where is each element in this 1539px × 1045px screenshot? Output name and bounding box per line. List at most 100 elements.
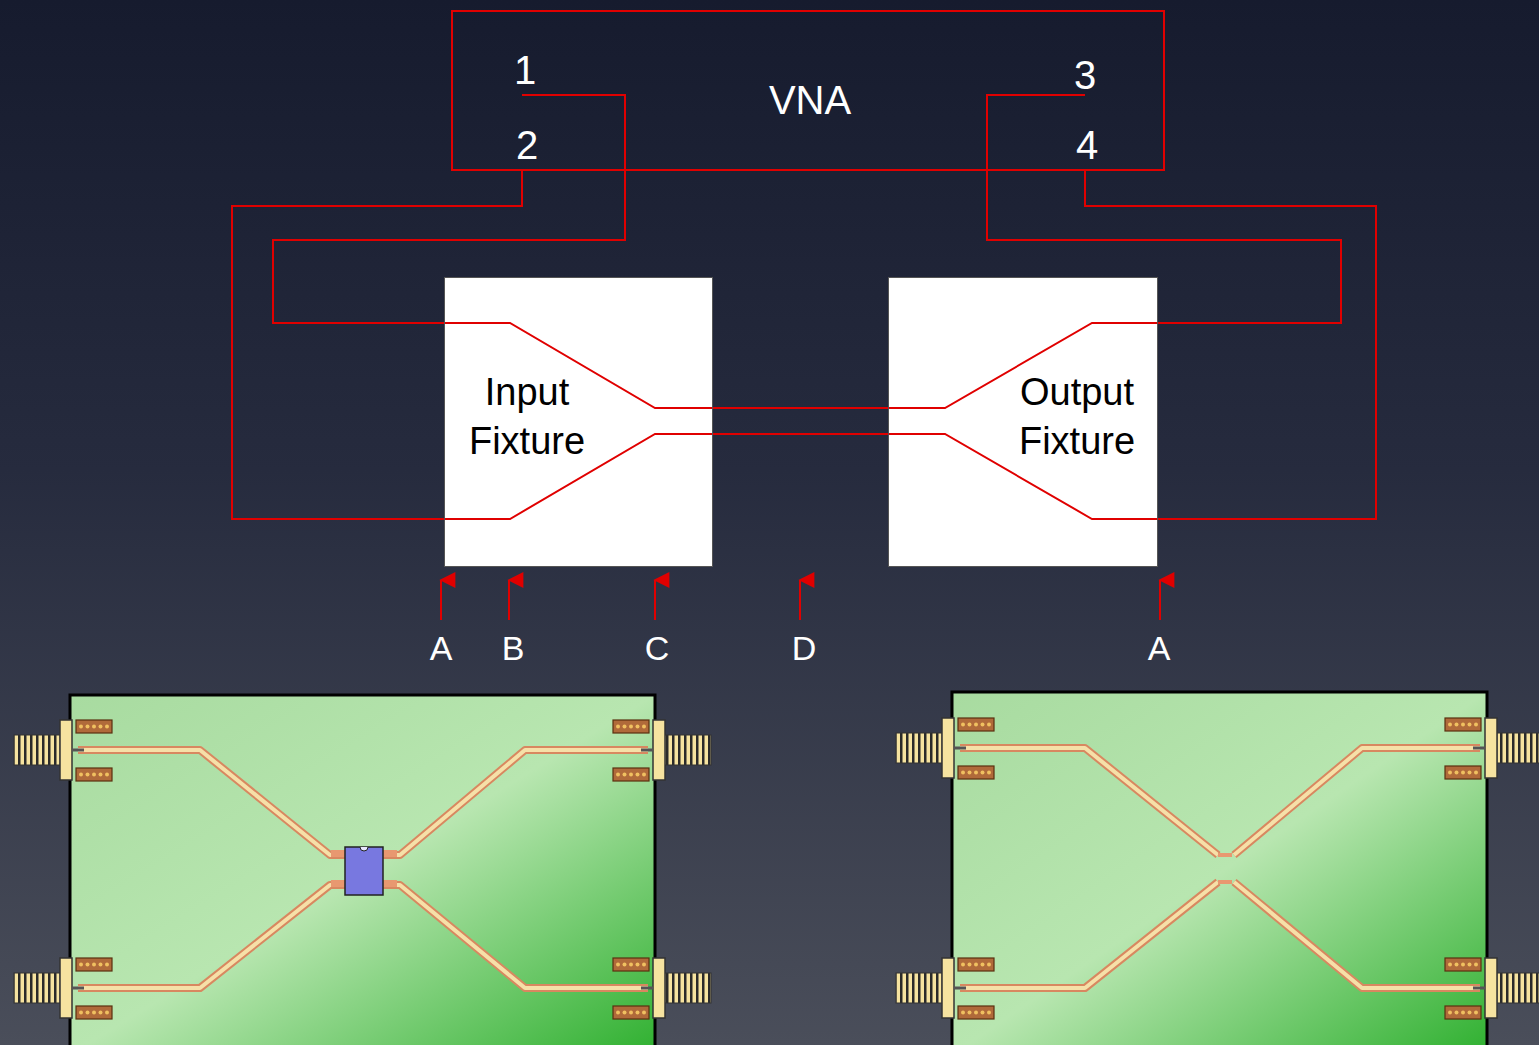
port-number: 1 — [514, 50, 536, 90]
via — [987, 771, 991, 775]
via — [79, 773, 83, 777]
reference-arrow — [799, 580, 801, 620]
reference-plane-label: D — [792, 631, 817, 665]
via — [961, 723, 965, 727]
microstrip-trace — [960, 882, 1218, 988]
microstrip-trace — [383, 750, 648, 855]
port-number: 4 — [1076, 125, 1098, 165]
via — [968, 723, 972, 727]
via — [981, 723, 985, 727]
reference-plane-label: A — [430, 631, 453, 665]
sma-pin — [641, 749, 653, 752]
microstrip-trace — [383, 885, 648, 988]
sma-thread — [665, 735, 711, 765]
via — [79, 1011, 83, 1015]
microstrip-trace — [78, 750, 345, 855]
sma-thread — [896, 733, 942, 763]
sma-thread — [665, 973, 711, 1003]
via — [1455, 1011, 1459, 1015]
via — [105, 725, 109, 729]
via — [636, 1011, 640, 1015]
via — [1461, 963, 1465, 967]
via — [86, 963, 90, 967]
via — [974, 1011, 978, 1015]
via — [1468, 963, 1472, 967]
via — [987, 963, 991, 967]
via — [981, 771, 985, 775]
dut-board — [70, 695, 655, 1045]
dut-chip — [345, 847, 383, 895]
via — [105, 963, 109, 967]
sma-thread — [896, 973, 942, 1003]
via — [1448, 771, 1452, 775]
fixture-ground — [888, 277, 1158, 567]
fixture-box: Input Fixture — [444, 277, 713, 567]
via — [623, 963, 627, 967]
sma-pin — [954, 987, 966, 990]
ground-pad — [76, 768, 112, 781]
via — [1448, 723, 1452, 727]
via — [99, 773, 103, 777]
via — [86, 773, 90, 777]
rf-cable — [713, 433, 888, 435]
via — [1448, 963, 1452, 967]
reference-arrow — [654, 580, 656, 620]
ground-pad — [76, 958, 112, 971]
sma-flange — [653, 958, 665, 1018]
port-wire — [987, 95, 1085, 170]
fixture-ground — [444, 277, 713, 567]
via — [1455, 723, 1459, 727]
via — [636, 963, 640, 967]
via — [92, 725, 96, 729]
port-number: 3 — [1074, 55, 1096, 95]
instrument-box: VNA — [451, 10, 1165, 171]
via — [92, 963, 96, 967]
via — [974, 771, 978, 775]
via — [629, 773, 633, 777]
via — [987, 1011, 991, 1015]
sma-flange — [942, 958, 954, 1018]
microstrip-trace — [1234, 882, 1480, 988]
via — [1448, 1011, 1452, 1015]
via — [629, 963, 633, 967]
ground-pad — [76, 1006, 112, 1019]
sma-pin — [1473, 987, 1485, 990]
via — [1468, 1011, 1472, 1015]
via — [92, 1011, 96, 1015]
via — [636, 725, 640, 729]
via — [974, 723, 978, 727]
via — [1455, 963, 1459, 967]
port-number: 2 — [516, 125, 538, 165]
ground-pad — [613, 1006, 649, 1019]
ground-pad — [1445, 958, 1481, 971]
via — [642, 963, 646, 967]
reference-plane-label: B — [502, 631, 525, 665]
via — [987, 723, 991, 727]
via — [961, 771, 965, 775]
sma-flange — [942, 718, 954, 778]
rf-cable — [1085, 171, 1376, 519]
fixture-box: Output Fixture — [888, 277, 1158, 567]
sma-flange — [1485, 718, 1497, 778]
sma-thread — [14, 735, 60, 765]
sma-flange — [60, 958, 72, 1018]
via — [1474, 963, 1478, 967]
rf-cable — [232, 171, 522, 519]
reference-arrow — [508, 580, 510, 620]
sma-pin — [72, 987, 84, 990]
trace-edge — [383, 750, 648, 855]
via — [981, 1011, 985, 1015]
trace-edge — [960, 748, 1218, 855]
ground-pad — [613, 720, 649, 733]
via — [1474, 771, 1478, 775]
via — [961, 963, 965, 967]
via — [1468, 723, 1472, 727]
via — [642, 725, 646, 729]
via — [623, 725, 627, 729]
via — [616, 725, 620, 729]
sma-thread — [1497, 733, 1539, 763]
sma-flange — [60, 720, 72, 780]
chip-pad — [331, 850, 345, 857]
rf-cable — [713, 407, 888, 409]
